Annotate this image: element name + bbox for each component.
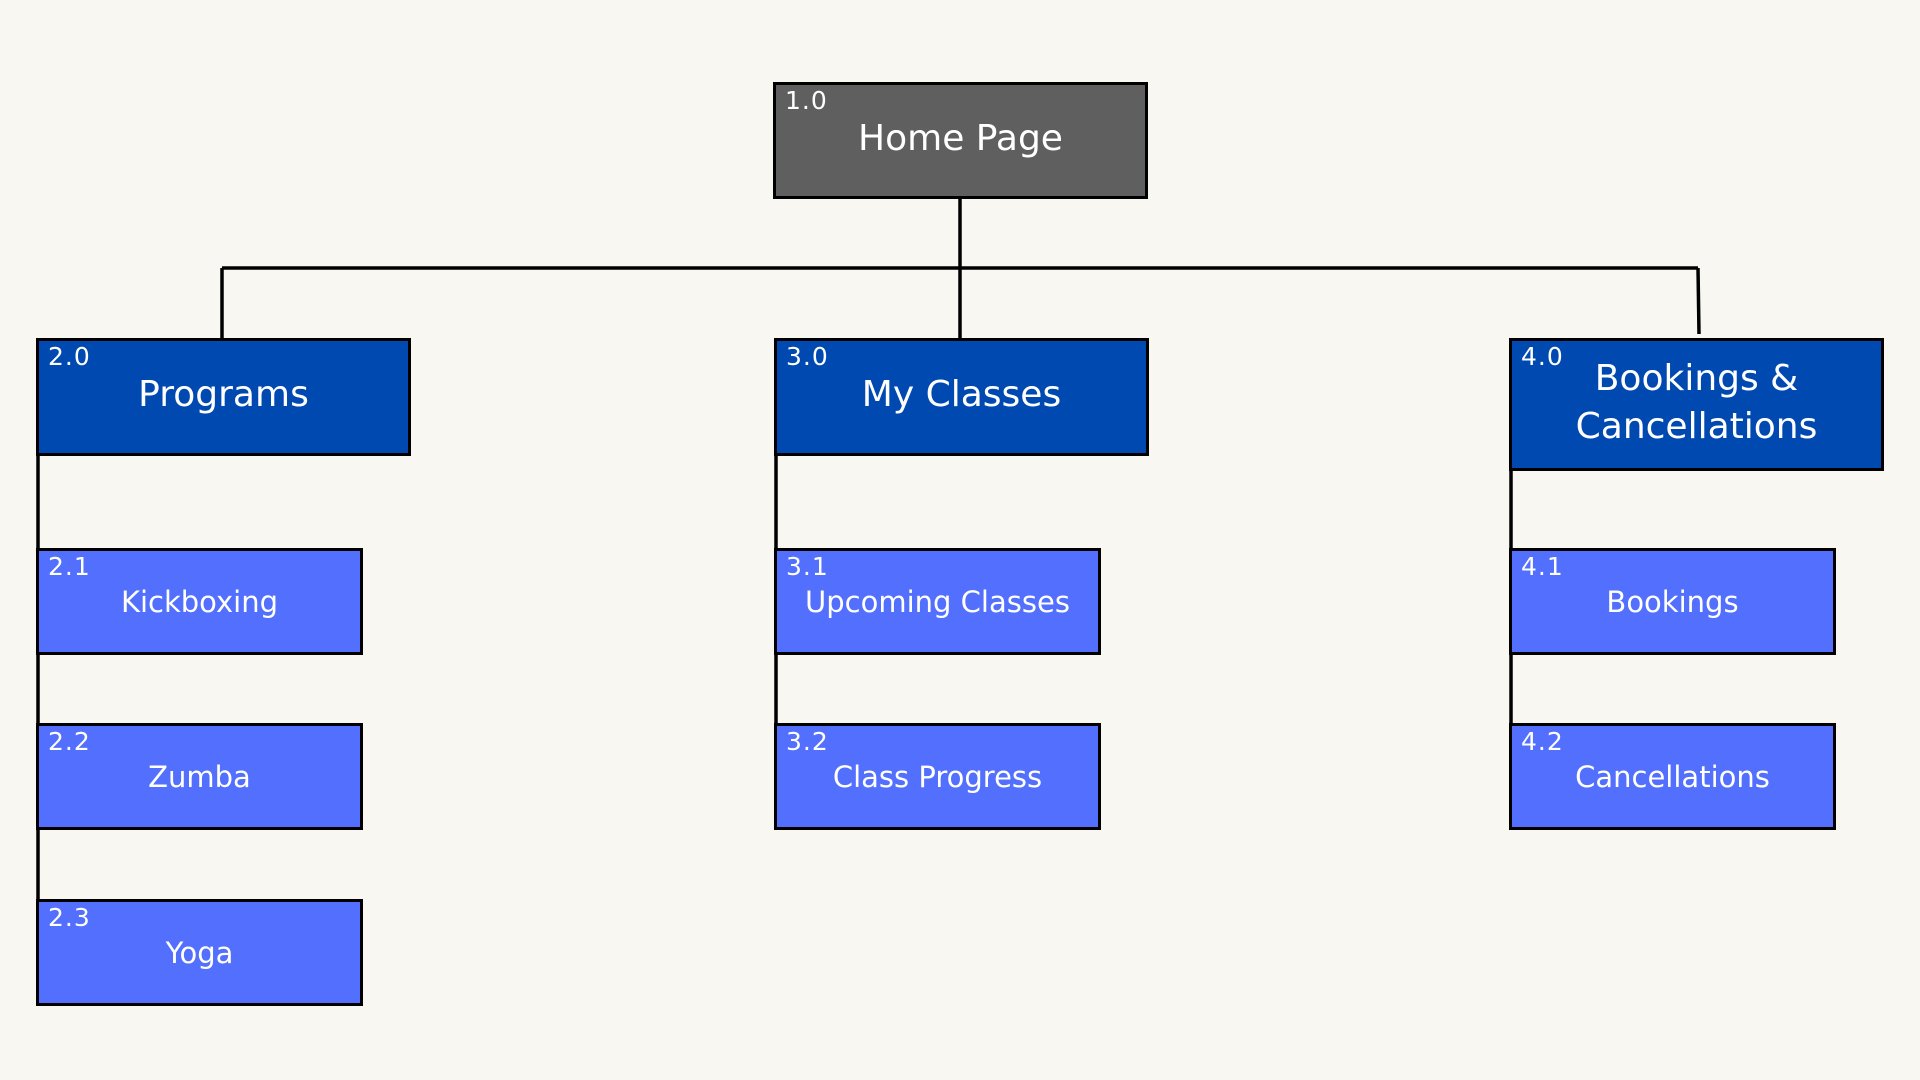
page-number: 4.0 [1521,342,1564,371]
page-kickboxing[interactable]: 2.1 Kickboxing [36,548,363,655]
page-number: 1.0 [785,86,828,115]
page-class-progress[interactable]: 3.2 Class Progress [774,723,1101,830]
page-number: 3.0 [786,342,829,371]
page-label: Zumba [148,760,251,794]
page-label: Bookings & Cancellations [1575,358,1818,447]
page-label: Home Page [858,118,1063,159]
page-label: Bookings [1606,585,1739,619]
page-cancellations[interactable]: 4.2 Cancellations [1509,723,1836,830]
page-yoga[interactable]: 2.3 Yoga [36,899,363,1006]
root-page-home[interactable]: 1.0 Home Page [773,82,1148,199]
page-number: 2.2 [48,727,91,756]
page-zumba[interactable]: 2.2 Zumba [36,723,363,830]
page-number: 3.2 [786,727,829,756]
page-number: 2.1 [48,552,91,581]
page-label: Cancellations [1575,760,1770,794]
connector-bookings [1696,267,1701,335]
page-number: 2.3 [48,903,91,932]
page-label: Upcoming Classes [805,585,1070,619]
page-bookings[interactable]: 4.1 Bookings [1509,548,1836,655]
page-label: Kickboxing [120,585,279,619]
page-number: 4.2 [1521,727,1564,756]
page-number: 4.1 [1521,552,1564,581]
page-label: Yoga [165,936,234,970]
section-bookings-cancellations[interactable]: 4.0 Bookings & Cancellations [1509,338,1884,471]
page-label: My Classes [861,374,1062,415]
page-label: Class Progress [832,760,1043,794]
page-label: Programs [138,374,309,415]
page-number: 3.1 [786,552,829,581]
page-upcoming-classes[interactable]: 3.1 Upcoming Classes [774,548,1101,655]
section-programs[interactable]: 2.0 Programs [36,338,411,456]
page-number: 2.0 [48,342,91,371]
section-my-classes[interactable]: 3.0 My Classes [774,338,1149,456]
